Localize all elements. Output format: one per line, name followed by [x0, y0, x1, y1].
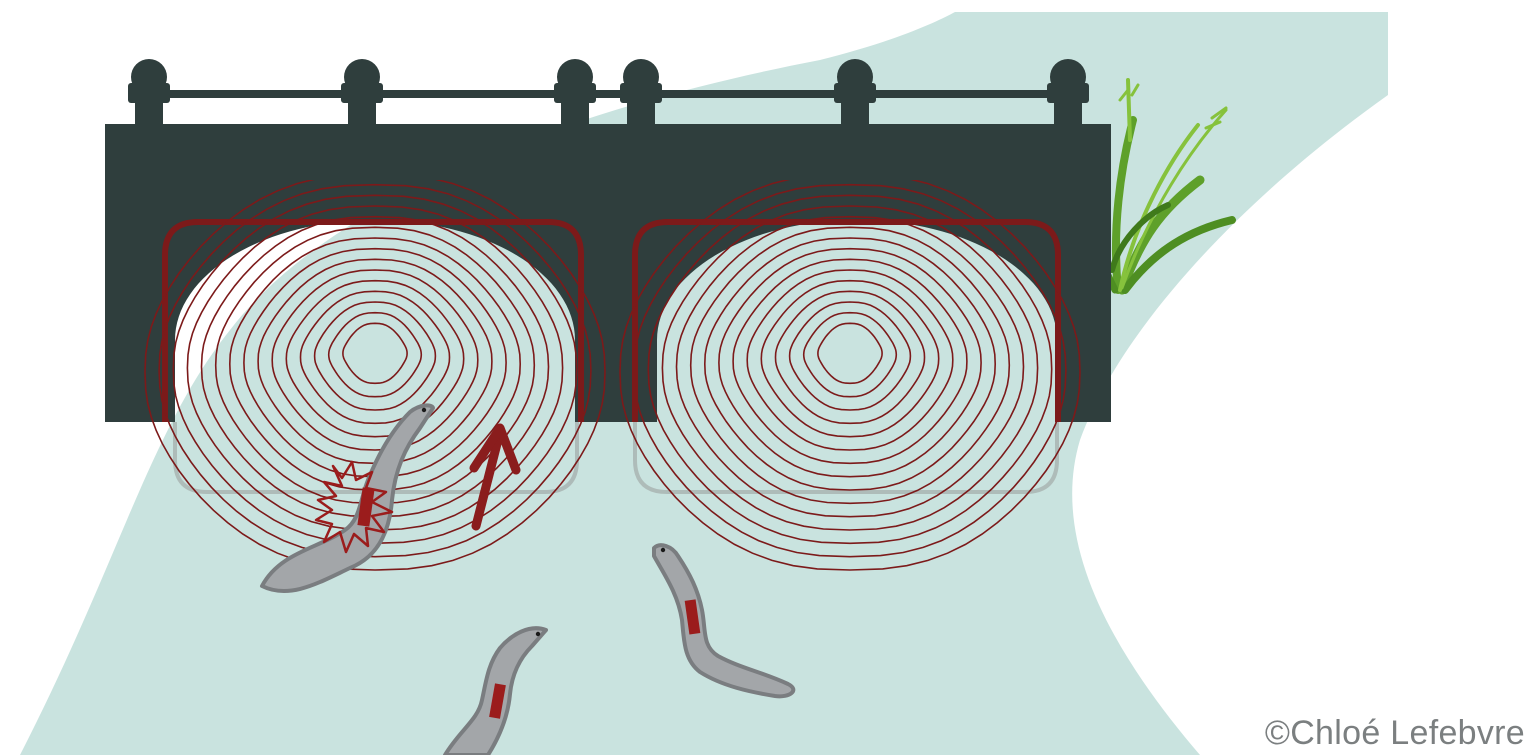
copyright-credit: ©Chloé Lefebvre: [1265, 714, 1525, 753]
railing-bar: [128, 90, 1088, 98]
